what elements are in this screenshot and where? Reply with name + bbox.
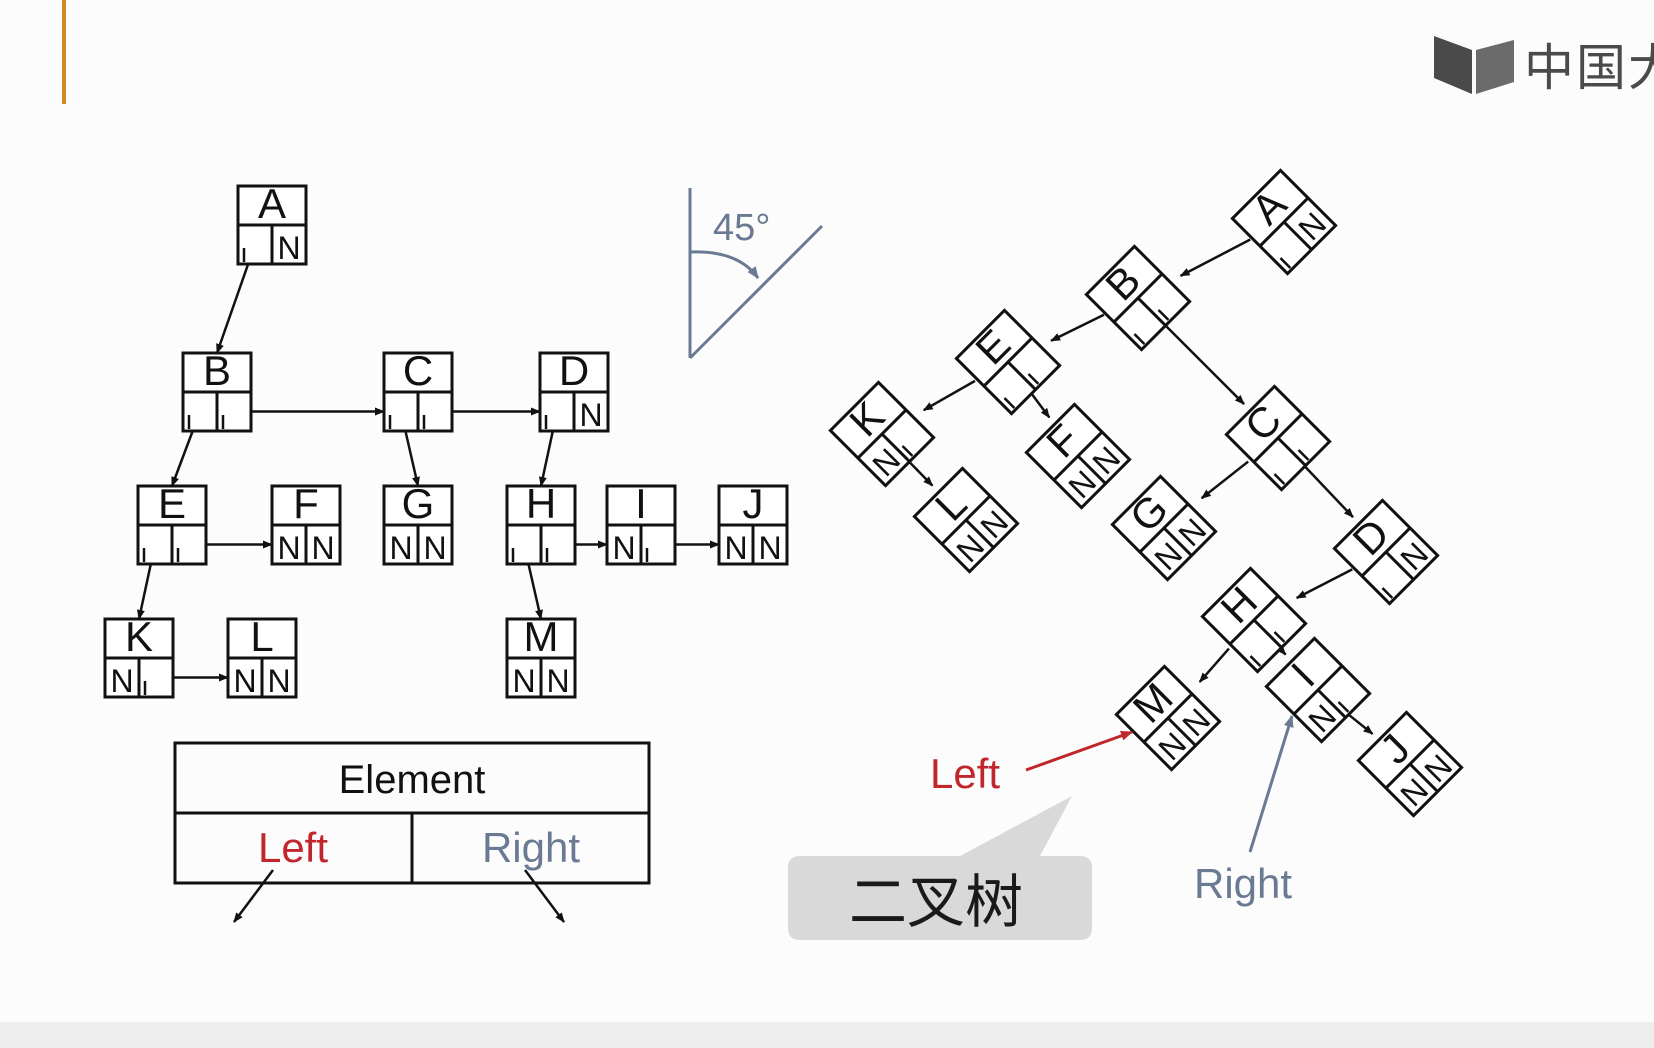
bottom-bar — [0, 1022, 1654, 1048]
node-C-rotated: C — [1224, 384, 1332, 492]
node-M-rotated: MNN — [1114, 664, 1222, 772]
callout-text: 二叉树 — [849, 870, 1023, 935]
pointer-stub-H-left — [1249, 655, 1262, 667]
logo: 中国大 — [1432, 30, 1654, 98]
rotated-edge-B-E — [1050, 313, 1105, 342]
node-C: C — [382, 347, 454, 433]
rotated-edge-H-M — [1198, 647, 1230, 683]
node-D: DN — [538, 347, 610, 433]
pointer-stub-D-left — [1381, 587, 1394, 599]
null-mark-G-left: N — [389, 530, 412, 566]
rotated-edge-C-D — [1303, 464, 1354, 519]
null-mark-K-left: N — [110, 663, 133, 699]
node-I: IN — [605, 480, 677, 566]
node-legend: Element Left Right — [173, 741, 651, 923]
pointer-stub-B-right — [1157, 309, 1170, 321]
null-mark-G-right: N — [423, 530, 446, 566]
accent-bar — [62, 0, 66, 104]
rotated-edge-E-F — [1029, 391, 1051, 419]
legend-left-arrow — [233, 869, 274, 923]
binary-tree-callout: 二叉树 — [788, 796, 1092, 940]
node-label-L: L — [250, 613, 273, 660]
node-label-E: E — [158, 480, 186, 527]
left-annotation: Left — [930, 750, 1000, 797]
rotated-edge-I-J — [1346, 712, 1374, 735]
null-mark-M-left: N — [512, 663, 535, 699]
null-mark-D-right: N — [579, 397, 602, 433]
node-label-K: K — [125, 613, 153, 660]
node-B: B — [181, 347, 253, 433]
node-label-M: M — [524, 613, 559, 660]
logo-text: 中国大 — [1524, 39, 1654, 97]
node-label-B: B — [203, 347, 231, 394]
node-label-H: H — [526, 480, 556, 527]
null-mark-A-right: N — [277, 230, 300, 266]
pointer-stub-A-left — [1279, 257, 1292, 269]
angle-label: 45° — [713, 207, 770, 249]
node-label-G: G — [402, 480, 435, 527]
legend-left-label: Left — [258, 824, 328, 871]
mooc-book-icon — [1434, 36, 1514, 94]
pointer-stub-B-left — [1133, 333, 1146, 345]
pointer-stub-C-left — [1273, 473, 1286, 485]
node-label-C: C — [403, 347, 433, 394]
pointer-stub-I-right — [1337, 701, 1350, 713]
node-label-J: J — [743, 480, 764, 527]
node-B-rotated: B — [1084, 244, 1192, 352]
node-J-rotated: JNN — [1356, 710, 1464, 818]
null-mark-J-right: N — [758, 530, 781, 566]
null-mark-L-right: N — [267, 663, 290, 699]
rotated-edge-D-H — [1295, 568, 1353, 600]
node-H: H — [505, 480, 577, 566]
right-annotation-arrow — [1248, 715, 1294, 853]
null-mark-L-left: N — [233, 663, 256, 699]
node-D-rotated: DN — [1332, 498, 1440, 606]
pointer-stub-K-right — [901, 445, 914, 457]
node-label-I: I — [635, 480, 647, 527]
null-mark-M-right: N — [546, 663, 569, 699]
node-A: AN — [236, 180, 308, 266]
right-annotation: Right — [1194, 860, 1292, 907]
node-K: KN — [103, 613, 175, 699]
null-mark-F-left: N — [277, 530, 300, 566]
rotated-edge-C-G — [1200, 460, 1249, 500]
pointer-stub-C-right — [1297, 449, 1310, 461]
node-E: E — [136, 480, 208, 566]
rotation-angle-icon: 45° — [688, 188, 824, 360]
node-label-D: D — [559, 347, 589, 394]
null-mark-J-left: N — [724, 530, 747, 566]
null-mark-I-left: N — [612, 530, 635, 566]
node-H-rotated: H — [1200, 566, 1308, 674]
rotated-edge-E-K — [922, 379, 976, 412]
left-annotation-arrow — [1025, 730, 1133, 772]
node-L-rotated: LNN — [912, 466, 1020, 574]
pointer-stub-E-right — [1027, 373, 1040, 385]
legend-right-label: Right — [482, 824, 580, 871]
rotated-edge-B-C — [1163, 323, 1245, 405]
node-label-F: F — [293, 480, 319, 527]
node-F-rotated: FNN — [1024, 402, 1132, 510]
legend-right-arrow — [524, 869, 565, 923]
rotated-annotations: Left Right — [930, 715, 1294, 907]
node-A-rotated: AN — [1230, 168, 1338, 276]
pointer-stub-H-right — [1273, 631, 1286, 643]
node-label-A: A — [258, 180, 286, 227]
null-mark-F-right: N — [311, 530, 334, 566]
pointer-stub-E-left — [1003, 397, 1016, 409]
rotated-edge-K-L — [907, 460, 934, 487]
node-E-rotated: E — [954, 308, 1062, 416]
node-G-rotated: GNN — [1110, 474, 1218, 582]
legend-element-label: Element — [339, 758, 486, 802]
rotated-edge-A-B — [1179, 238, 1251, 277]
